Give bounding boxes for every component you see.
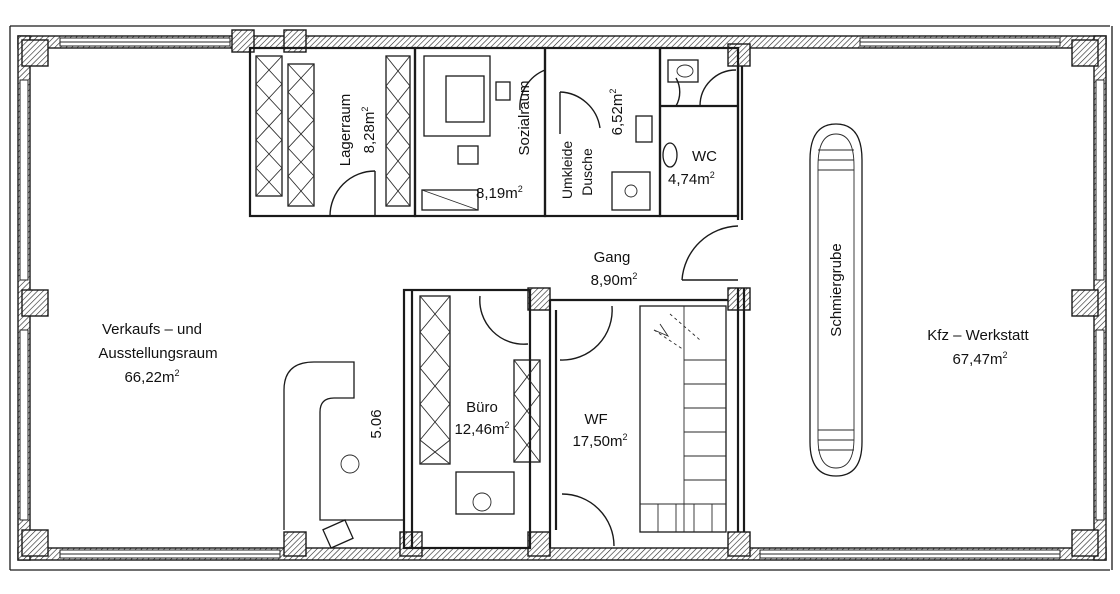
label-umkleide-line2: Dusche <box>579 148 595 196</box>
label-verkauf-line2: Ausstellungsraum <box>98 345 217 362</box>
label-umkleide-line1: Umkleide <box>559 141 575 200</box>
label-schmiergrube: Schmiergrube <box>828 243 845 336</box>
label-verkauf-line1: Verkaufs – und <box>102 321 202 338</box>
social-room-furniture <box>421 55 546 211</box>
area-sozial: 8,19m2 <box>476 184 523 202</box>
area-wc: 4,74m2 <box>668 170 715 188</box>
area-verkauf: 66,22m2 <box>124 368 179 386</box>
office-furniture <box>419 295 541 515</box>
area-buero: 12,46m2 <box>454 420 509 438</box>
label-lager: Lagerraum <box>337 94 354 167</box>
label-wf: WF <box>584 411 607 428</box>
windows <box>19 37 1105 559</box>
staircase <box>559 305 727 547</box>
wc-fixtures <box>662 59 737 168</box>
area-gang: 8,90m2 <box>591 271 638 289</box>
columns <box>21 29 1099 557</box>
area-lager: 8,28m2 <box>360 107 378 154</box>
area-wf: 17,50m2 <box>572 432 627 450</box>
outer-walls <box>9 25 1113 571</box>
lubrication-pit <box>809 123 863 477</box>
label-werkstatt: Kfz – Werkstatt <box>927 327 1029 344</box>
label-buero: Büro <box>466 399 498 416</box>
label-gang: Gang <box>594 249 631 266</box>
area-werkstatt: 67,47m2 <box>952 350 1007 368</box>
room-labels: Verkaufs – und Ausstellungsraum 66,22m2 … <box>98 80 1029 450</box>
corridor-doors <box>681 225 739 281</box>
label-sozial: Sozialraum <box>516 80 533 155</box>
label-wc: WC <box>692 148 717 165</box>
interior-walls <box>248 46 746 550</box>
area-umkleide: 6,52m2 <box>608 89 626 136</box>
shower-area <box>559 91 653 211</box>
sales-counter <box>283 361 404 549</box>
dimension-label: 5.06 <box>368 409 385 438</box>
storage-shelves <box>255 55 411 217</box>
